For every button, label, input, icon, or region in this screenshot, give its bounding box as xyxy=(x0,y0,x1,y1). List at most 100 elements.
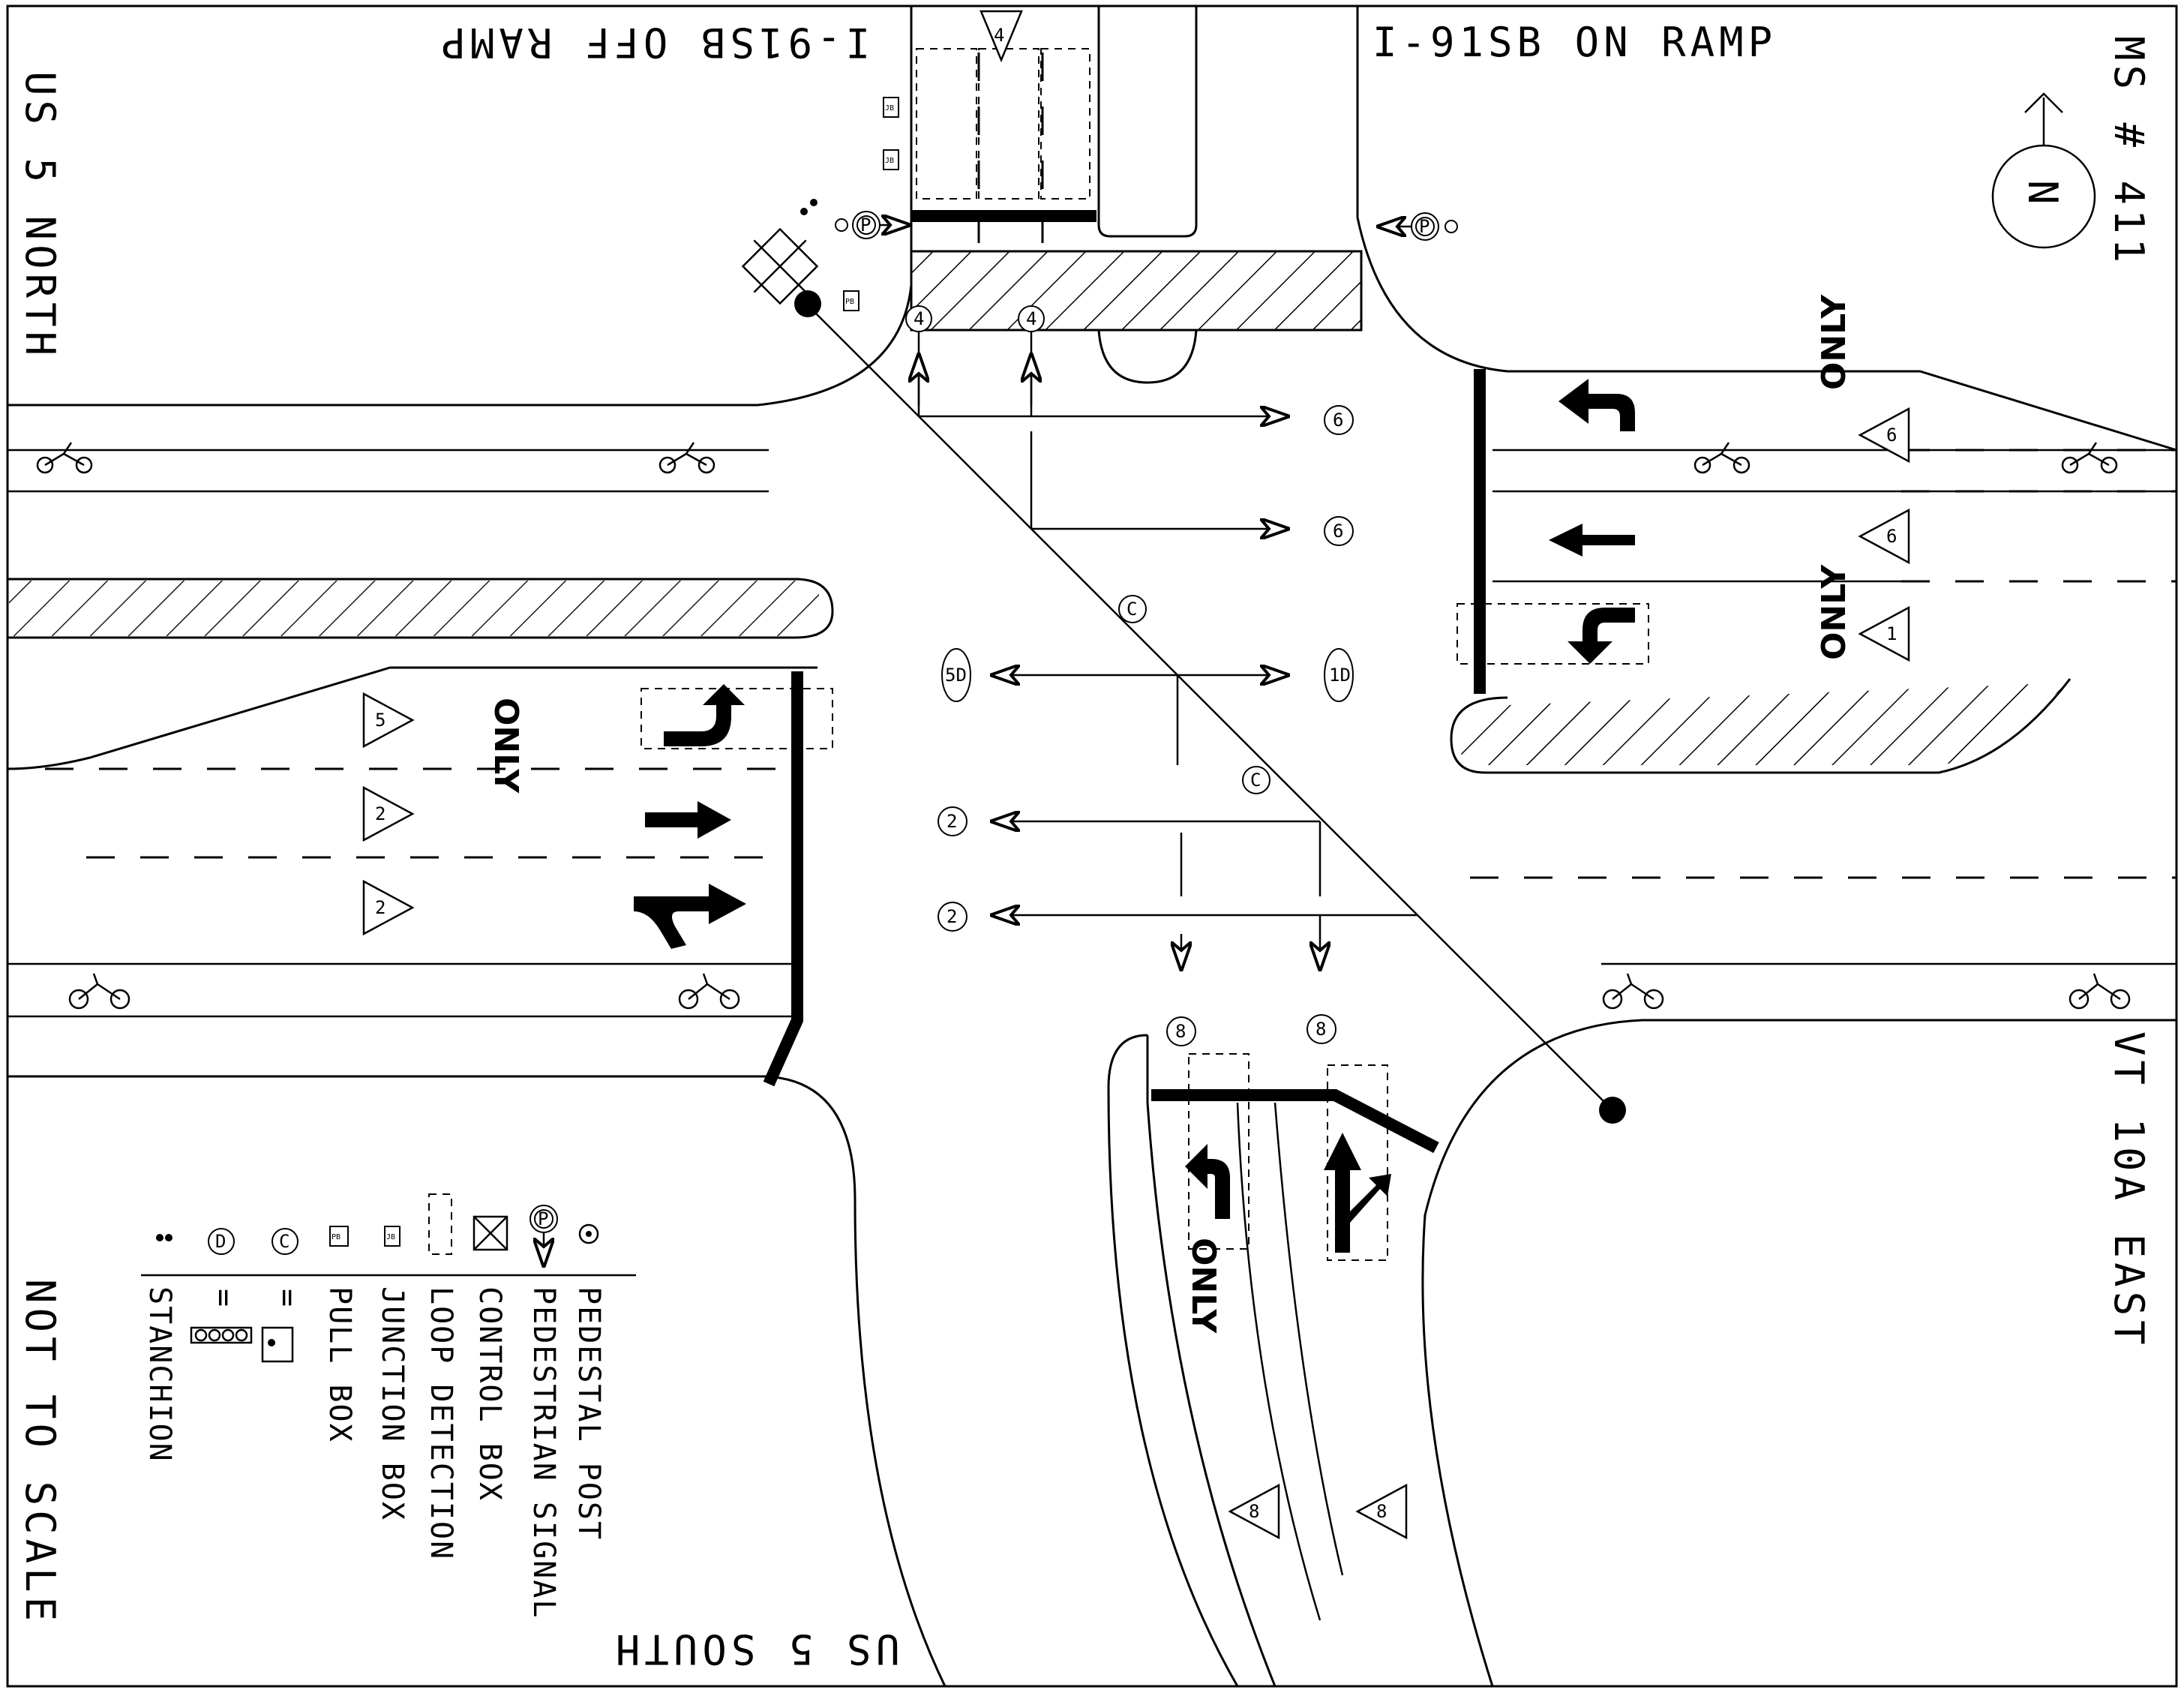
move-east-2: 6 xyxy=(1324,516,1354,546)
junction-box-1: JB xyxy=(883,97,899,118)
phase-triangles: 4 5 2 2 6 6 1 8 8 xyxy=(362,10,1910,1540)
svg-text:C: C xyxy=(1126,599,1137,620)
bike-east-bottom-2 xyxy=(2068,973,2131,1010)
svg-text:8: 8 xyxy=(1376,1501,1387,1522)
bike-east-bottom-1 xyxy=(1602,973,1664,1010)
junction-box-2: JB xyxy=(883,149,899,170)
svg-text:JB: JB xyxy=(386,1233,395,1241)
ped-signal-ne: P xyxy=(1376,212,1458,241)
svg-text:8: 8 xyxy=(1249,1501,1259,1522)
phase-west-1: 5 xyxy=(362,692,415,749)
movement-diagram xyxy=(806,303,1613,1111)
move-east-1: 6 xyxy=(1324,405,1354,435)
move-east-3: 1D xyxy=(1324,648,1354,702)
c-detector-1: C xyxy=(1118,595,1147,623)
legend-control-box: CONTROL BOX xyxy=(472,1286,507,1502)
legend-stanchion: STANCHION xyxy=(142,1286,177,1463)
svg-text:2: 2 xyxy=(375,803,386,824)
phase-east-1: 6 xyxy=(1858,407,1910,464)
signal-pole-se xyxy=(1599,1097,1626,1124)
svg-text:C: C xyxy=(1250,770,1261,791)
phase-west-3: 2 xyxy=(362,879,415,936)
movement-labels: 4 4 6 6 1D 5D 2 2 8 8 C C xyxy=(905,305,1354,1046)
svg-text:5: 5 xyxy=(375,710,386,731)
svg-text:8: 8 xyxy=(1175,1021,1186,1042)
label-vt10a: VT 10A EAST xyxy=(2105,1031,2152,1349)
svg-text:1D: 1D xyxy=(1329,665,1351,686)
control-box xyxy=(741,227,819,305)
legend-pull-box: PULL BOX xyxy=(322,1286,357,1443)
svg-text:JB: JB xyxy=(885,104,894,113)
legend-junction-box: JUNCTION BOX xyxy=(375,1286,410,1521)
legend-pb-icon: PB xyxy=(329,1226,349,1247)
legend-c-icon: C xyxy=(272,1228,298,1255)
label-offramp: I-91SB OFF RAMP xyxy=(436,19,870,66)
bike-east-top-1 xyxy=(1694,442,1750,474)
svg-text:C: C xyxy=(279,1231,290,1252)
svg-text:P: P xyxy=(860,215,871,236)
phase-south-2: 8 xyxy=(1355,1483,1408,1540)
legend-stanchion-icon xyxy=(156,1234,172,1241)
stanchion-nw xyxy=(800,199,818,215)
svg-text:4: 4 xyxy=(914,308,924,329)
svg-text:6: 6 xyxy=(1886,425,1897,446)
phase-south-1: 8 xyxy=(1228,1483,1280,1540)
legend-ped-signal-icon: P xyxy=(530,1205,558,1268)
svg-text:PB: PB xyxy=(332,1233,340,1241)
move-top-2: 4 xyxy=(1018,305,1045,332)
svg-text:5D: 5D xyxy=(945,665,967,686)
svg-text:6: 6 xyxy=(1333,521,1343,542)
svg-text:2: 2 xyxy=(946,811,957,832)
move-south-1: 8 xyxy=(1166,1016,1196,1046)
svg-text:2: 2 xyxy=(946,906,957,927)
svg-text:4: 4 xyxy=(994,25,1004,46)
pull-box-nw: PB xyxy=(843,290,860,311)
move-south-2: 8 xyxy=(1306,1014,1336,1044)
legend-d-icon: D xyxy=(208,1228,235,1255)
legend-jb-icon: JB xyxy=(384,1226,400,1247)
phase-east-2: 6 xyxy=(1858,508,1910,565)
svg-text:1: 1 xyxy=(1886,623,1897,644)
legend-loop-detection: LOOP DETECTION xyxy=(424,1286,458,1560)
legend-pedestrian-signal: PEDESTRIAN SIGNAL xyxy=(526,1286,561,1619)
legend-d-equals: = xyxy=(206,1289,241,1308)
svg-text:JB: JB xyxy=(885,157,894,165)
svg-text:P: P xyxy=(1419,216,1430,237)
legend-pedestal-post-icon xyxy=(578,1223,599,1244)
label-not-to-scale: NOT TO SCALE xyxy=(16,1279,64,1625)
bike-east-top-2 xyxy=(2061,442,2118,474)
label-ms: MS # 411 xyxy=(2105,36,2152,267)
label-onramp-visible: I-91SB ON RAMP xyxy=(1372,19,1777,66)
bike-west-top-2 xyxy=(658,442,716,474)
move-west-3: 2 xyxy=(938,902,968,932)
legend-d-signal-icon xyxy=(190,1326,253,1344)
only-south: ONLY xyxy=(1184,1238,1222,1334)
svg-text:2: 2 xyxy=(375,897,386,918)
only-east-top: ONLY xyxy=(1815,294,1853,390)
road-edges xyxy=(7,6,2177,1687)
bike-west-bottom-2 xyxy=(678,973,740,1010)
stop-bars xyxy=(763,210,1486,1154)
label-us5-north: US 5 NORTH xyxy=(16,71,64,360)
c-detector-2: C xyxy=(1242,766,1270,794)
drawing-border xyxy=(6,5,2178,1688)
signal-pole-nw xyxy=(794,290,821,317)
label-us5-south: US 5 SOUTH xyxy=(611,1625,900,1673)
north-arrow: N xyxy=(1991,92,2096,249)
phase-west-2: 2 xyxy=(362,785,415,842)
legend: P JB PB C D PEDESTAL POST PEDESTRIAN SIG… xyxy=(141,1193,636,1619)
pavement-arrows xyxy=(634,379,1635,1253)
move-top-1: 4 xyxy=(905,305,932,332)
phase-east-3: 1 xyxy=(1858,605,1910,662)
svg-text:4: 4 xyxy=(1026,308,1036,329)
svg-text:6: 6 xyxy=(1886,526,1897,547)
svg-text:6: 6 xyxy=(1333,410,1343,431)
phase-north-triangle: 4 xyxy=(980,10,1023,63)
legend-pedestal-post: PEDESTAL POST xyxy=(572,1286,606,1541)
only-markings: ONLY ONLY ONLY ONLY xyxy=(487,294,1853,1334)
only-east-bottom: ONLY xyxy=(1815,564,1853,660)
bike-west-top-1 xyxy=(36,442,93,474)
move-west-1: 5D xyxy=(941,648,971,702)
svg-text:D: D xyxy=(215,1231,226,1252)
